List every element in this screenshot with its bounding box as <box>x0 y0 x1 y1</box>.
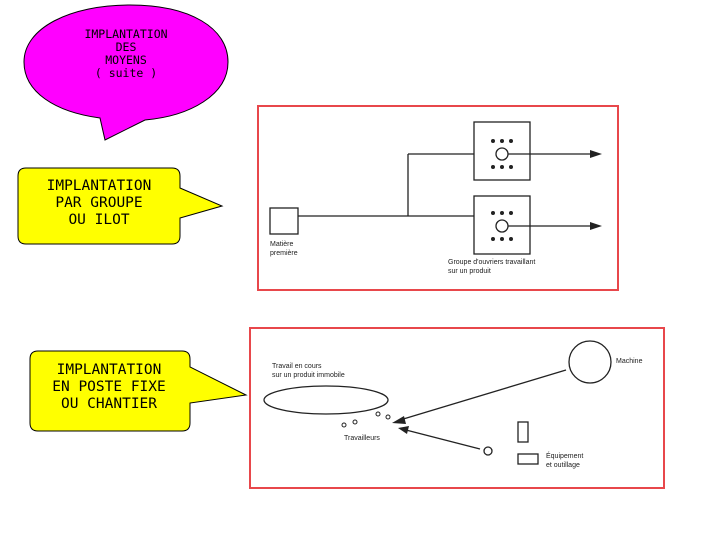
equipment-flat <box>517 453 539 465</box>
worker-circle <box>483 446 493 456</box>
matiere-box <box>269 207 299 235</box>
callout-ilot <box>17 167 224 245</box>
equipement-label: Équipement et outillage <box>546 453 584 469</box>
title-bubble <box>23 4 229 141</box>
groupe-label: Groupe d'ouvriers travaillant sur un pro… <box>448 259 536 275</box>
diagram-poste <box>249 327 665 489</box>
diagram-ilot <box>257 105 619 291</box>
title-text: IMPLANTATION DES MOYENS ( suite ) <box>84 27 168 80</box>
diagram-ilot-border <box>257 105 619 291</box>
callout-poste-text: IMPLANTATION EN POSTE FIXE OU CHANTIER <box>52 362 166 412</box>
product-ellipse <box>263 385 389 415</box>
callout-ilot-text: IMPLANTATION PAR GROUPE OU ILOT <box>46 178 152 228</box>
machine-circle <box>568 340 612 384</box>
equipment-tall <box>517 421 529 443</box>
matiere-label: Matière première <box>270 241 298 257</box>
machine-label: Machine <box>616 358 643 365</box>
travailleurs-label: Travailleurs <box>344 435 380 442</box>
diagram-poste-border <box>249 327 665 489</box>
travail-label: Travail en cours sur un produit immobile <box>272 363 345 379</box>
callout-poste <box>29 350 248 432</box>
